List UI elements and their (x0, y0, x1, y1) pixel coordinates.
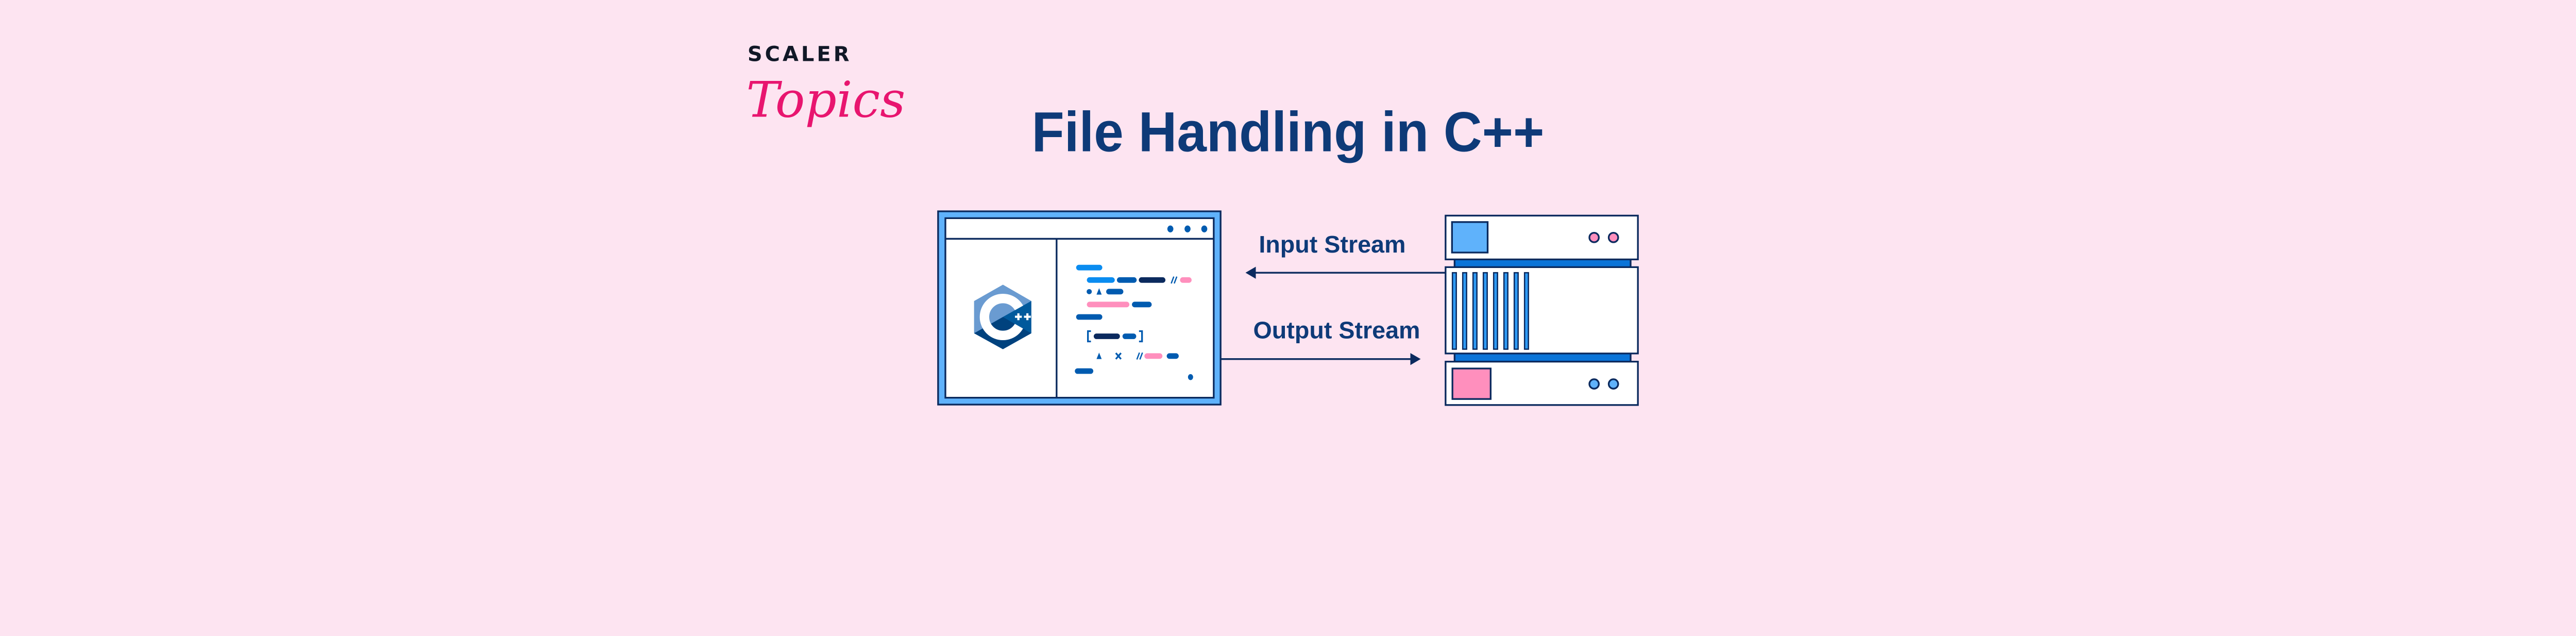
page-title: File Handling in C++ (1032, 100, 1545, 163)
diagram-canvas: SCALER Topics File Handling in C++ (0, 0, 2576, 530)
server-icon (1445, 214, 1639, 406)
code-lines (1075, 264, 1193, 380)
code-editor-window (937, 210, 1222, 406)
logo-brand: SCALER (748, 42, 852, 66)
server-middle-unit (1445, 266, 1639, 355)
cpp-logo-icon (974, 284, 1031, 349)
bracket-open-icon (1087, 330, 1091, 343)
output-stream: Output Stream (1221, 317, 1421, 365)
arrow-right-icon (1410, 353, 1421, 365)
arrow-left-icon (1245, 266, 1256, 279)
logo-sub: Topics (746, 71, 905, 129)
cross-icon (1115, 352, 1122, 360)
window-dots-icon (1167, 225, 1208, 232)
input-stream-label: Input Stream (1259, 231, 1405, 258)
background (0, 0, 2576, 530)
output-stream-label: Output Stream (1253, 317, 1420, 344)
input-stream: Input Stream (1245, 231, 1446, 279)
bracket-close-icon (1139, 330, 1143, 343)
comment-slashes-icon (1136, 352, 1143, 360)
comment-slashes-icon (1171, 276, 1178, 284)
scaler-topics-logo: SCALER Topics (746, 42, 905, 128)
